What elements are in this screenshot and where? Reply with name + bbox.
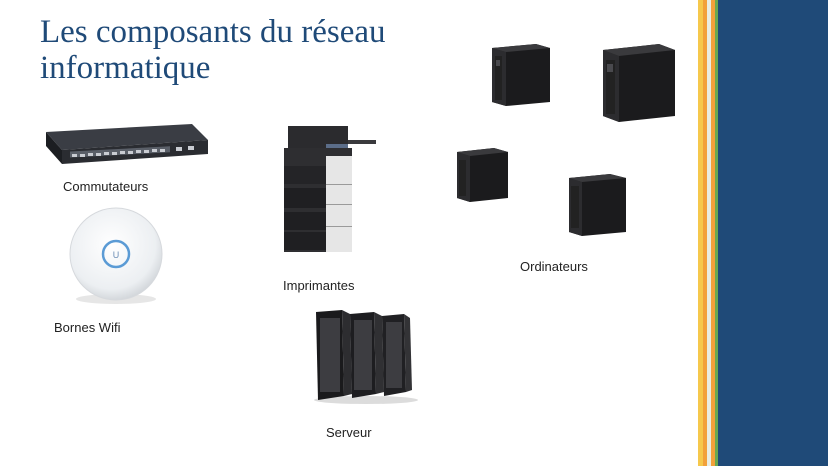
- slide-title: Les composants du réseau informatique: [40, 14, 500, 86]
- slide-title-line1: Les composants du réseau: [40, 14, 386, 50]
- svg-text:U: U: [113, 250, 120, 260]
- server-label: Serveur: [326, 425, 372, 440]
- printers-label: Imprimantes: [283, 278, 355, 293]
- desktop-tower-icon: [603, 44, 675, 122]
- server-rack-icon: [314, 310, 418, 404]
- switches-label: Commutateurs: [63, 179, 149, 194]
- printer-icon: [284, 126, 376, 252]
- wifi-access-point-icon: U: [69, 207, 163, 304]
- desktop-tower-icon: [457, 148, 508, 202]
- network-switch-icon: [46, 124, 208, 164]
- desktop-tower-icon: [492, 44, 550, 106]
- decorative-side-panel: [698, 0, 828, 466]
- desktop-tower-icon: [569, 174, 626, 236]
- wifi-label: Bornes Wifi: [54, 320, 121, 335]
- computers-label: Ordinateurs: [520, 259, 588, 274]
- slide-title-line2: informatique: [40, 50, 211, 86]
